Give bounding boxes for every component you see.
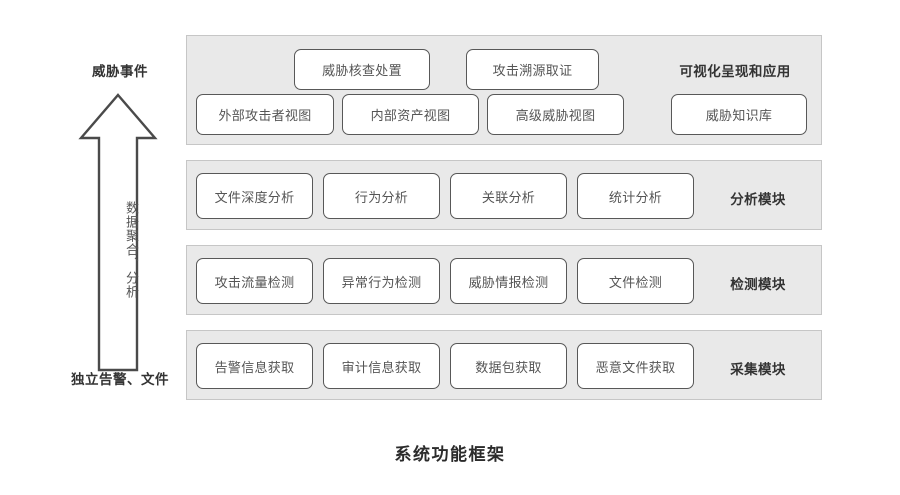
- node-attack-traffic-detection[interactable]: 攻击流量检测: [196, 258, 313, 304]
- node-audit-info-collection[interactable]: 审计信息获取: [323, 343, 440, 389]
- node-file-detection[interactable]: 文件检测: [577, 258, 694, 304]
- node-threat-knowledge-base[interactable]: 威胁知识库: [671, 94, 807, 135]
- panel-detection: 攻击流量检测 异常行为检测 威胁情报检测 文件检测 检测模块: [186, 245, 822, 315]
- node-file-deep-analysis[interactable]: 文件深度分析: [196, 173, 313, 219]
- node-alert-info-collection[interactable]: 告警信息获取: [196, 343, 313, 389]
- node-malicious-file-collection[interactable]: 恶意文件获取: [577, 343, 694, 389]
- node-threat-intel-detection[interactable]: 威胁情报检测: [450, 258, 567, 304]
- node-statistical-analysis[interactable]: 统计分析: [577, 173, 694, 219]
- panel-visualization: 威胁核查处置 攻击溯源取证 可视化呈现和应用 外部攻击者视图 内部资产视图 高级…: [186, 35, 822, 145]
- flow-top-label: 威胁事件: [92, 64, 148, 79]
- panel-analysis: 文件深度分析 行为分析 关联分析 统计分析 分析模块: [186, 160, 822, 230]
- node-advanced-threat-view[interactable]: 高级威胁视图: [487, 94, 624, 135]
- upward-flow-arrow-icon: [76, 90, 168, 375]
- node-internal-asset-view[interactable]: 内部资产视图: [342, 94, 479, 135]
- panel-collection: 告警信息获取 审计信息获取 数据包获取 恶意文件获取 采集模块: [186, 330, 822, 400]
- node-packet-collection[interactable]: 数据包获取: [450, 343, 567, 389]
- panel-label-detection: 检测模块: [730, 277, 786, 292]
- node-threat-review[interactable]: 威胁核查处置: [294, 49, 430, 90]
- node-abnormal-behavior-detection[interactable]: 异常行为检测: [323, 258, 440, 304]
- node-behavior-analysis[interactable]: 行为分析: [323, 173, 440, 219]
- panel-label-collection: 采集模块: [730, 362, 786, 377]
- flow-bottom-label: 独立告警、文件: [71, 372, 169, 387]
- panel-label-analysis: 分析模块: [730, 192, 786, 207]
- node-attack-trace[interactable]: 攻击溯源取证: [466, 49, 599, 90]
- panel-label-visualization: 可视化呈现和应用: [679, 64, 791, 79]
- node-external-attacker-view[interactable]: 外部攻击者视图: [196, 94, 334, 135]
- diagram-caption: 系统功能框架: [394, 445, 506, 464]
- node-correlation-analysis[interactable]: 关联分析: [450, 173, 567, 219]
- flow-arrow-label: 数据聚合、分析: [124, 200, 139, 299]
